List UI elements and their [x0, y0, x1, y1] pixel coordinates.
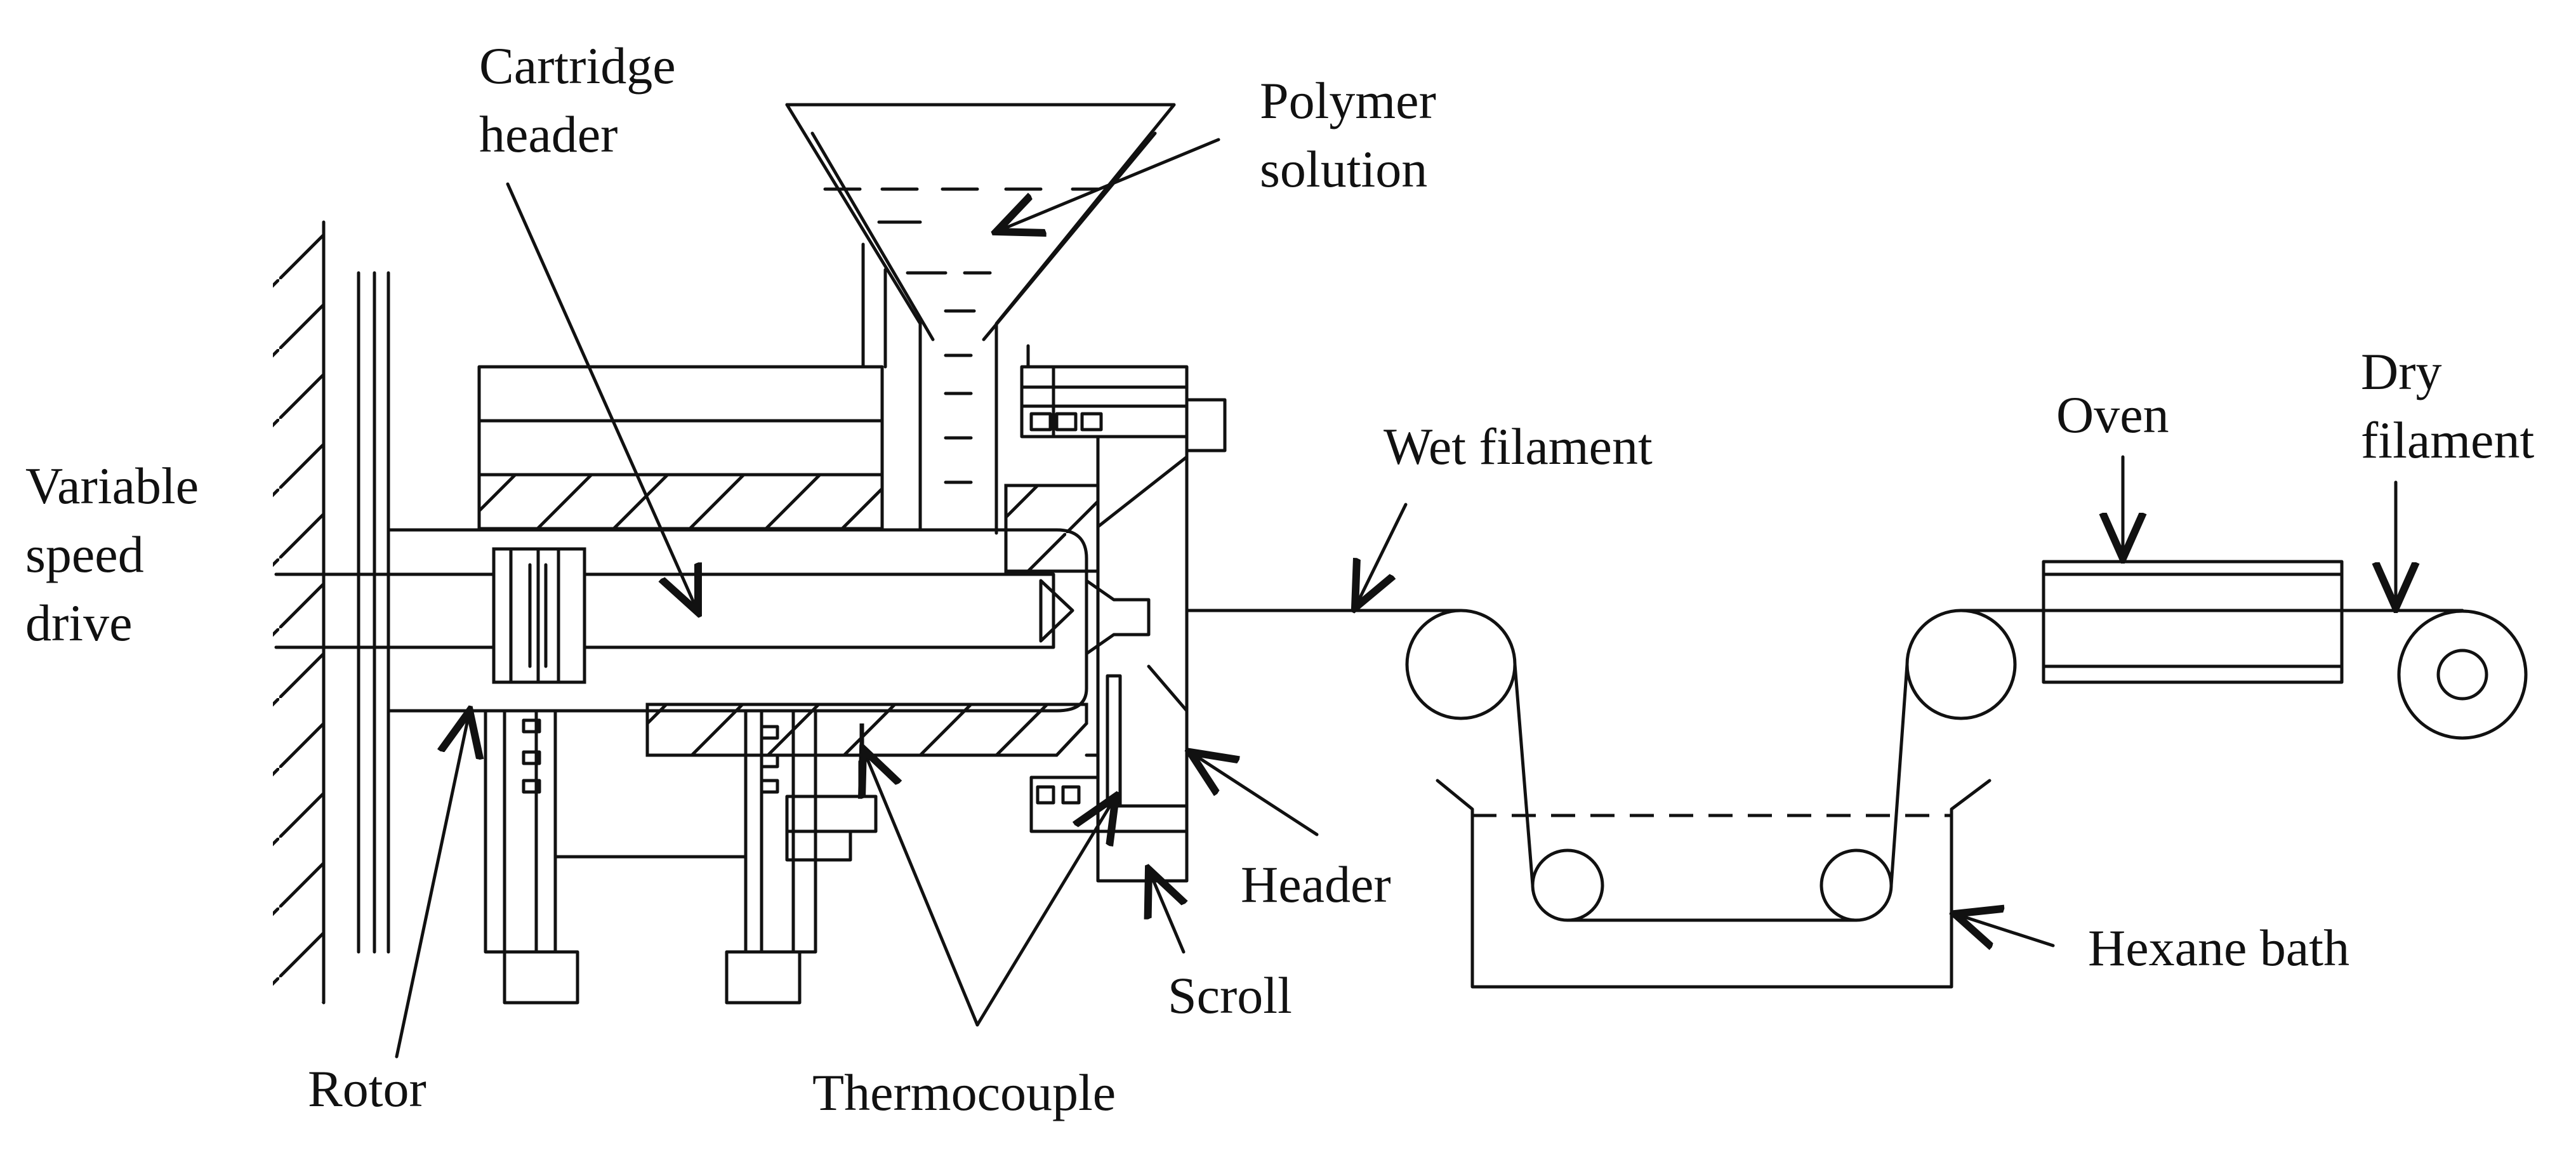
drive-shaft [274, 572, 497, 649]
lower-body [386, 703, 1088, 757]
upper-housing [477, 365, 1100, 573]
hexane-bath [1436, 779, 1991, 989]
oven [2042, 560, 2344, 684]
filament-path [1185, 609, 2528, 922]
wall [273, 220, 326, 1005]
cartridge [492, 547, 1151, 684]
funnel [785, 103, 1176, 535]
polymer-solution-level [823, 187, 1100, 484]
leader-lines [395, 138, 2396, 1059]
drive-plate [357, 271, 390, 954]
